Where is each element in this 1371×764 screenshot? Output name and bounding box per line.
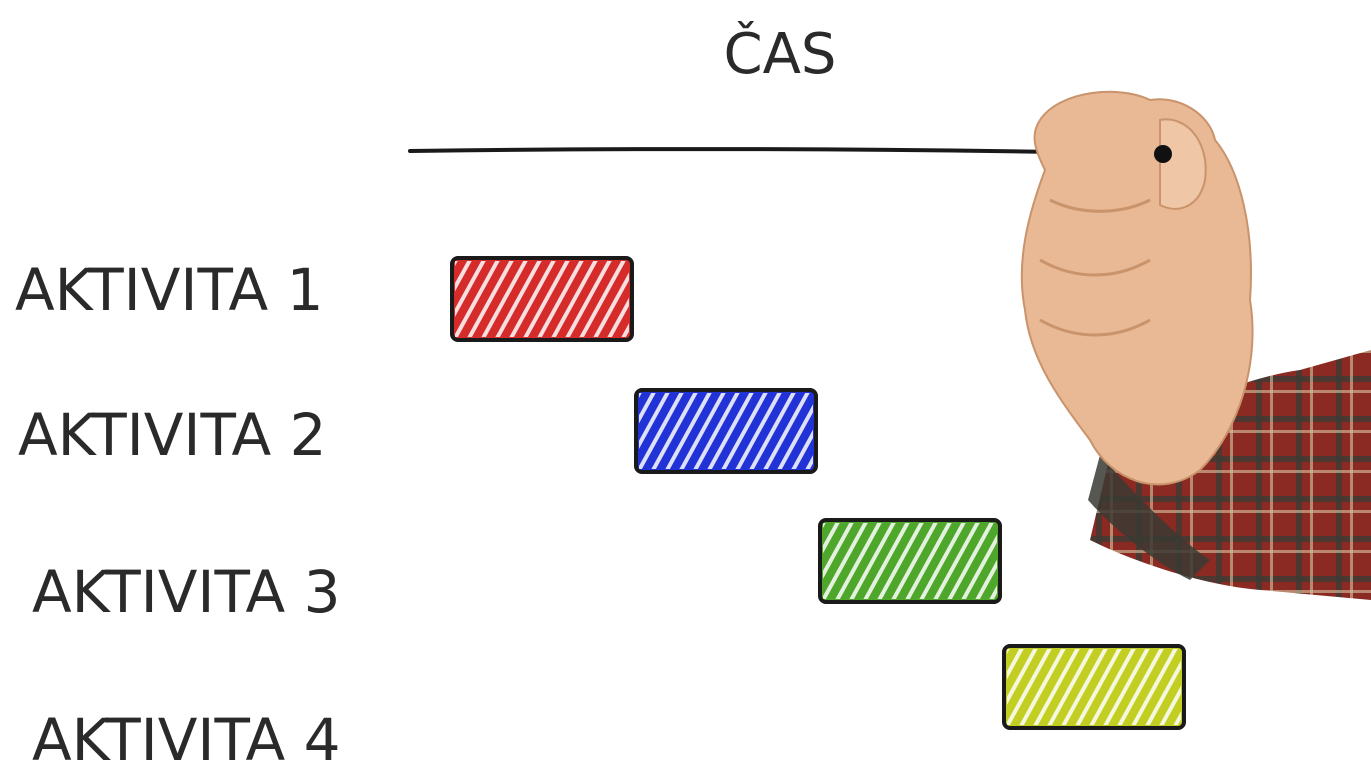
activity-label: AKTIVITA 4 — [32, 706, 340, 764]
hand-holding-marker-icon — [1020, 90, 1371, 600]
activity-bar-hatch — [1007, 649, 1181, 725]
activity-bar — [818, 518, 1002, 604]
activity-label: AKTIVITA 1 — [15, 256, 323, 324]
activity-label: AKTIVITA 2 — [18, 401, 326, 469]
activity-bars — [450, 256, 1186, 730]
activity-bar — [1002, 644, 1186, 730]
activity-label: AKTIVITA 3 — [32, 558, 340, 626]
activity-bar — [450, 256, 634, 342]
axis-title: ČAS — [724, 22, 837, 87]
activity-bar-border — [450, 256, 634, 342]
activity-bar-border — [1002, 644, 1186, 730]
activity-bar-border — [634, 388, 818, 474]
activity-bar-hatch — [639, 393, 813, 469]
activity-bar-hatch — [455, 261, 629, 337]
activity-labels: AKTIVITA 1 AKTIVITA 2 AKTIVITA 3 AKTIVITA 4 — [15, 256, 340, 764]
activity-bar — [634, 388, 818, 474]
activity-bar-border — [818, 518, 1002, 604]
activity-bar-hatch — [823, 523, 997, 599]
